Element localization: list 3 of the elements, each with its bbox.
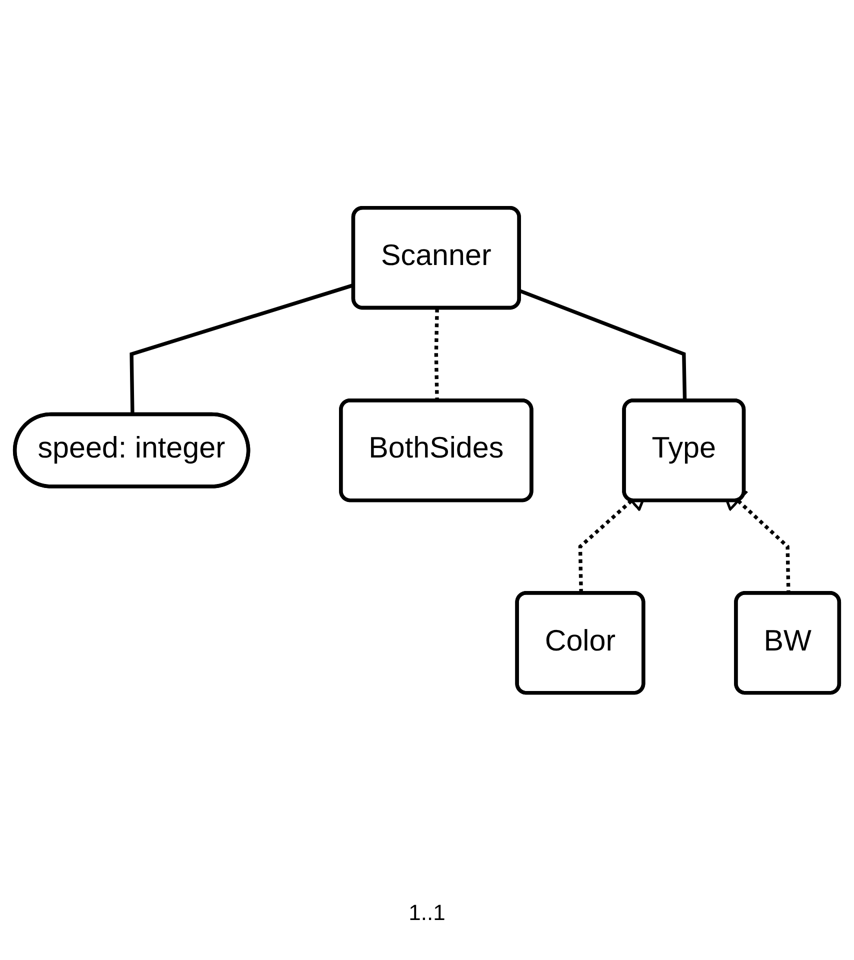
- multiplicity-label: 1..1: [408, 900, 446, 926]
- connector: [434, 308, 439, 401]
- connector: [519, 288, 687, 401]
